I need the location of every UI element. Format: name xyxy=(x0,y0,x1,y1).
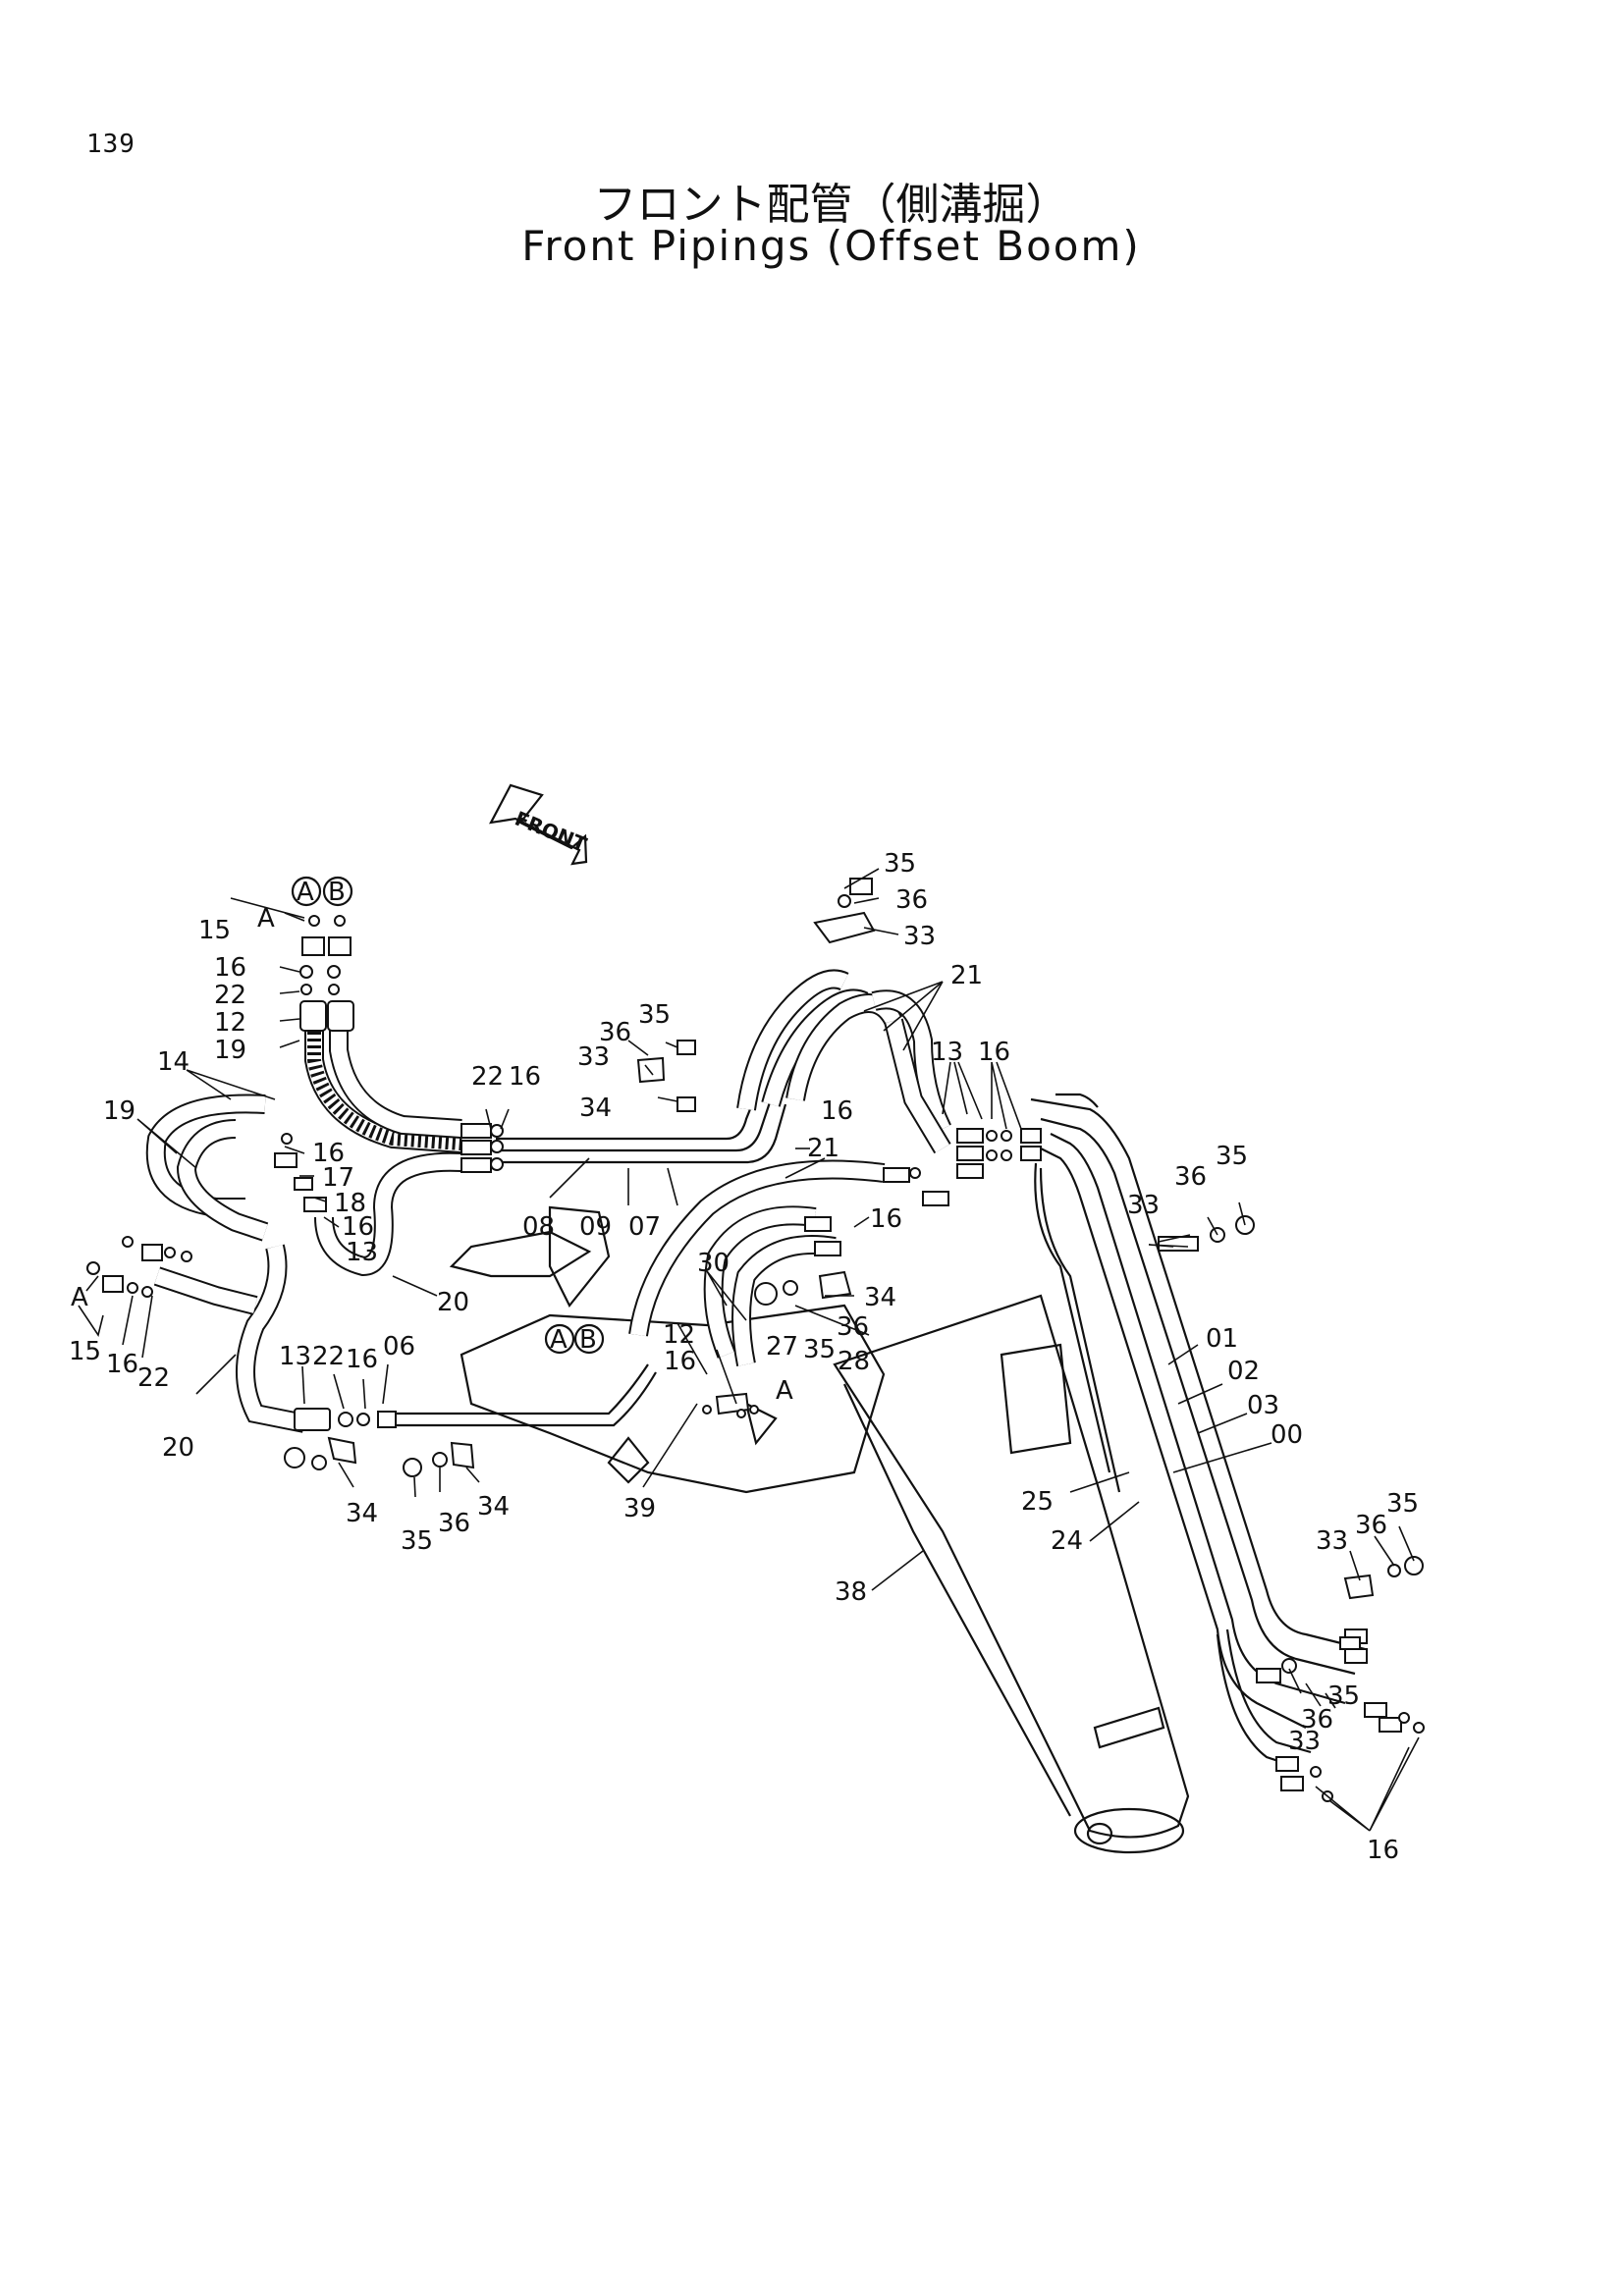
callout: 36 xyxy=(1174,1162,1207,1192)
callout: 36 xyxy=(1301,1705,1333,1735)
callout: 01 xyxy=(1206,1324,1238,1354)
callout: 22 xyxy=(312,1342,345,1371)
callout: 35 xyxy=(1327,1682,1360,1711)
callout: 16 xyxy=(978,1038,1010,1067)
callout-labels: 15 A 16 22 12 19 14 19 16 17 18 16 13 20… xyxy=(69,849,1419,1865)
callout: 35 xyxy=(638,1000,671,1030)
callout: 34 xyxy=(579,1094,612,1123)
callout: 16 xyxy=(312,1139,345,1168)
connection-markers: A B A B xyxy=(291,876,605,1355)
callout: 34 xyxy=(346,1499,378,1528)
swing-bracket xyxy=(449,1205,886,1494)
callout: 33 xyxy=(1288,1727,1321,1756)
title-english: Front Pipings (Offset Boom) xyxy=(521,222,1141,270)
callout: 13 xyxy=(346,1238,378,1267)
callout: 34 xyxy=(864,1283,896,1312)
callout: 21 xyxy=(950,961,983,990)
callout: 16 xyxy=(342,1212,374,1242)
callout: 08 xyxy=(522,1212,555,1242)
callout: 35 xyxy=(803,1335,836,1364)
callout: 06 xyxy=(383,1332,415,1362)
callout: 36 xyxy=(1355,1511,1387,1540)
callout: 34 xyxy=(477,1492,510,1522)
fittings xyxy=(86,878,1425,1802)
callout: A xyxy=(71,1283,88,1312)
callout: 35 xyxy=(884,849,916,879)
callout: 15 xyxy=(69,1337,101,1366)
marker-circle-a-mid xyxy=(544,1323,575,1355)
callout: 16 xyxy=(214,953,246,983)
callout: 33 xyxy=(1127,1191,1160,1220)
callout: 16 xyxy=(346,1345,378,1374)
callout: 20 xyxy=(437,1288,469,1317)
title-japanese: フロント配管（側溝掘） xyxy=(593,180,1069,230)
callout: 35 xyxy=(1386,1489,1419,1519)
callout: 35 xyxy=(1216,1142,1248,1171)
callout: 38 xyxy=(835,1577,867,1607)
callout: 15 xyxy=(198,916,231,945)
marker-a-mid: A xyxy=(550,1325,568,1355)
callout: 22 xyxy=(214,981,246,1010)
callout: 07 xyxy=(628,1212,661,1242)
callout: 22 xyxy=(137,1363,170,1393)
callout: 14 xyxy=(157,1047,189,1077)
leader-lines xyxy=(78,868,1420,1832)
callout: 28 xyxy=(838,1347,870,1376)
callout: 25 xyxy=(1021,1487,1054,1517)
callout: 17 xyxy=(322,1163,354,1193)
marker-b-mid: B xyxy=(579,1325,597,1355)
callout: 13 xyxy=(279,1342,311,1371)
marker-a-top: A xyxy=(297,878,314,907)
callout: 03 xyxy=(1247,1391,1279,1420)
callout: 36 xyxy=(599,1018,631,1047)
callout: A xyxy=(257,904,275,934)
callout: 12 xyxy=(663,1320,695,1350)
callout: 36 xyxy=(895,885,928,915)
callout: 09 xyxy=(579,1212,612,1242)
callout: 19 xyxy=(214,1036,246,1065)
callout: 16 xyxy=(821,1096,853,1126)
callout: 27 xyxy=(766,1332,798,1362)
steel-pipes xyxy=(1030,1093,1366,1769)
callout: 16 xyxy=(870,1204,902,1234)
callout: 16 xyxy=(1367,1836,1399,1865)
callout: 33 xyxy=(1316,1526,1348,1556)
page-number: 139 xyxy=(86,130,135,159)
callout: 30 xyxy=(697,1249,730,1278)
marker-b-top: B xyxy=(328,878,346,907)
callout: 20 xyxy=(162,1433,194,1463)
callout: 35 xyxy=(401,1526,433,1556)
callout: 24 xyxy=(1051,1526,1083,1556)
callout: 39 xyxy=(623,1494,656,1523)
callout: 36 xyxy=(837,1312,869,1342)
boom xyxy=(833,1294,1190,1854)
callout: 16 xyxy=(106,1350,138,1379)
callout: 12 xyxy=(214,1008,246,1038)
left-steel-pipes xyxy=(393,1094,787,1427)
marker-circle-b-top xyxy=(322,876,353,907)
callout: 16 xyxy=(664,1347,696,1376)
callout: A xyxy=(776,1376,793,1406)
callout: 19 xyxy=(103,1096,135,1126)
marker-circle-b-mid xyxy=(573,1323,605,1355)
callout: 21 xyxy=(807,1134,839,1163)
marker-circle-a-top xyxy=(291,876,322,907)
callout: 02 xyxy=(1227,1357,1260,1386)
front-direction-arrow: FRONT xyxy=(489,783,590,866)
hoses xyxy=(145,969,952,1433)
callout: 18 xyxy=(334,1189,366,1218)
callout: 33 xyxy=(903,922,936,951)
callout: 13 xyxy=(931,1038,963,1067)
front-label: FRONT xyxy=(512,807,590,857)
callout: 16 xyxy=(509,1062,541,1092)
callout: 00 xyxy=(1271,1420,1303,1450)
callout: 36 xyxy=(438,1509,470,1538)
callout: 22 xyxy=(471,1062,504,1092)
callout: 33 xyxy=(577,1042,610,1072)
